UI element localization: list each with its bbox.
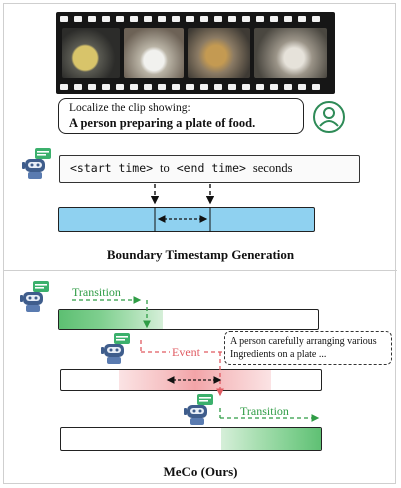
robot-chat-icon <box>22 148 51 179</box>
film-strip-icon <box>56 12 335 94</box>
event-label: Event <box>172 345 200 359</box>
video-frame-4 <box>254 28 327 78</box>
film-perforations-top <box>60 16 331 22</box>
to-word: to <box>160 161 170 175</box>
timeline-bar-transition-end <box>60 427 322 451</box>
event-description-callout: A person carefully arranging various Ing… <box>224 331 392 365</box>
video-frame-3 <box>188 28 250 78</box>
start-time-token: <start time> <box>70 161 154 175</box>
transition-segment <box>59 310 163 329</box>
event-description-line-2: Ingredients on a plate ... <box>230 349 327 360</box>
end-time-token: <end time> <box>176 161 246 175</box>
video-frame-1 <box>62 28 120 78</box>
meco-caption: MeCo (Ours) <box>163 464 238 479</box>
film-perforations-bottom <box>60 84 331 90</box>
boundary-caption: Boundary Timestamp Generation <box>106 247 295 262</box>
robot-chat-icon <box>101 333 130 364</box>
video-frame-2 <box>124 28 184 78</box>
user-icon <box>313 101 345 133</box>
timeline-bar-baseline <box>58 207 315 232</box>
seconds-word: seconds <box>252 161 293 175</box>
event-description-line-1: A person carefully arranging various <box>230 336 377 347</box>
transition-label-2: Transition <box>240 404 289 418</box>
transition-label-1: Transition <box>72 285 121 299</box>
prompt-instruction: Localize the clip showing: <box>69 102 191 114</box>
timeline-bar-transition-start <box>58 309 319 330</box>
query-prompt-box: Localize the clip showing: A person prep… <box>58 98 304 134</box>
timestamp-output-box: <start time> to <end time> seconds <box>59 155 360 183</box>
prompt-query: A person preparing a plate of food. <box>69 116 256 130</box>
robot-chat-icon <box>20 281 49 312</box>
section-divider <box>4 270 397 271</box>
robot-chat-icon <box>184 394 213 425</box>
figure-border <box>3 3 396 484</box>
transition-segment-end <box>221 428 321 450</box>
